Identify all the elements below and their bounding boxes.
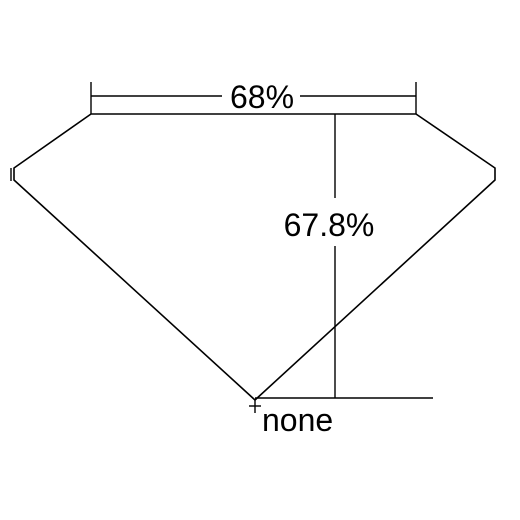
anchor-marker — [249, 400, 261, 413]
anchor-label: none — [262, 402, 333, 438]
diamond-outline — [13, 113, 496, 402]
width-label: 68% — [230, 79, 294, 115]
width-dimension — [90, 82, 417, 114]
height-label: 67.8% — [284, 207, 375, 243]
